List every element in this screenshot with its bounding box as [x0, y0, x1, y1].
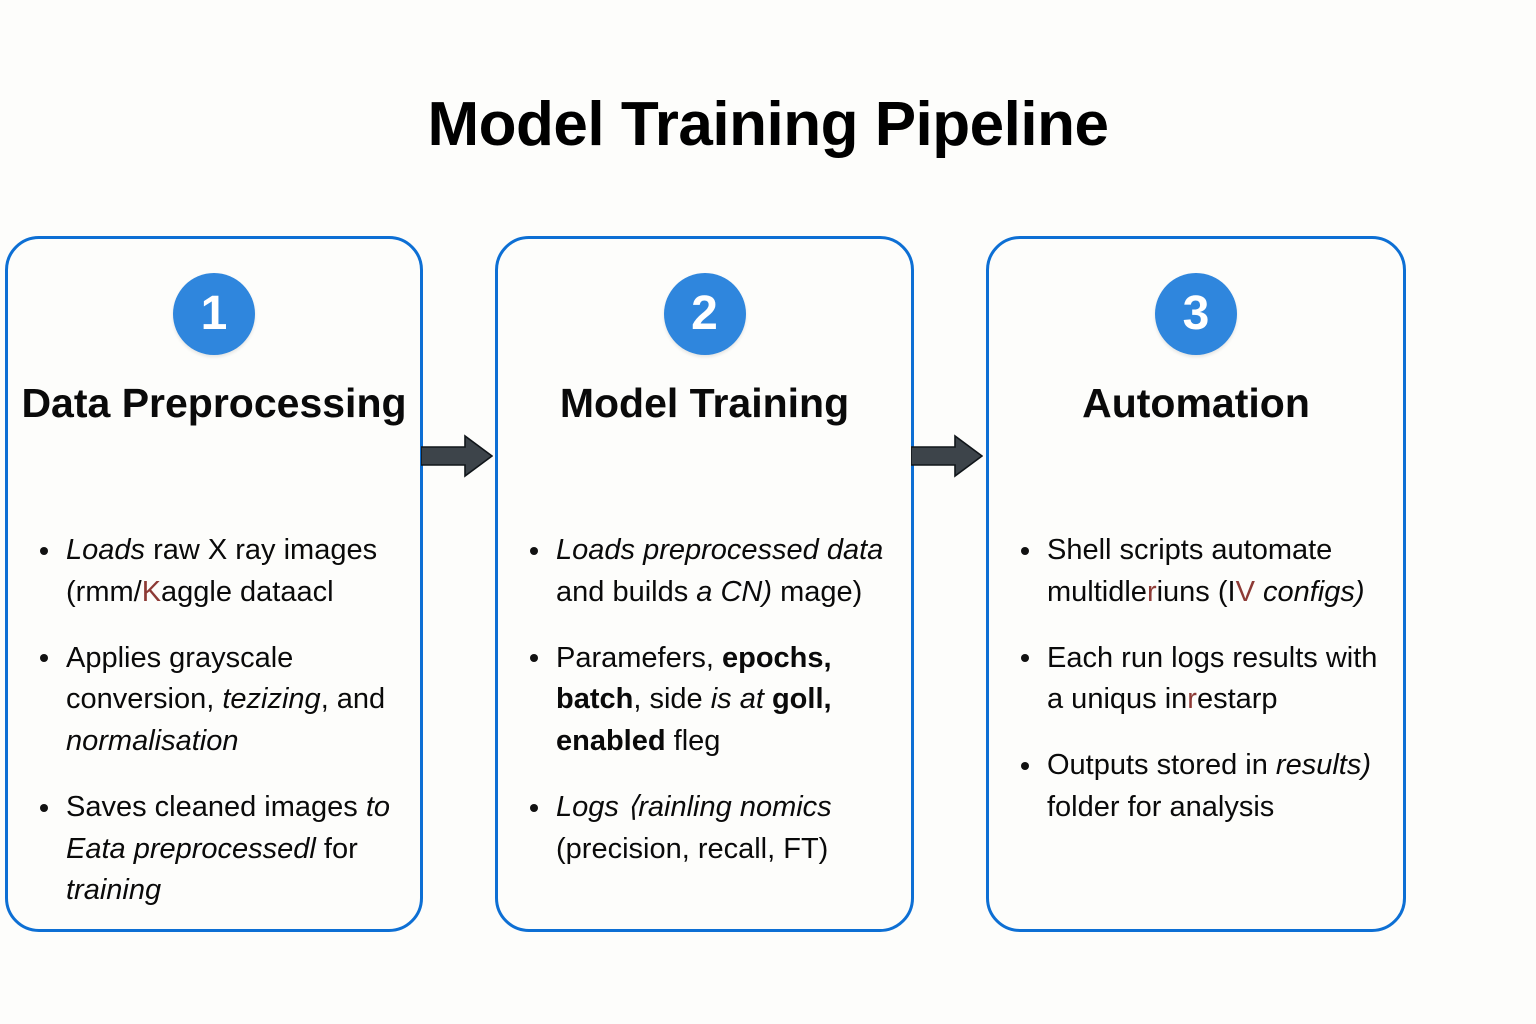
step-heading-1: Data Preprocessing	[21, 380, 407, 426]
bullet-text: Saves cleaned images to Eata preprocesse…	[66, 790, 391, 907]
step-heading-3: Automation	[1082, 380, 1310, 426]
bullet-dot-icon	[530, 546, 538, 555]
bullet-item: Applies grayscale conversion, tezizing, …	[36, 638, 406, 763]
bullet-item: Each run logs results with a uniqus inre…	[1017, 638, 1389, 722]
bullet-text: Loads raw X ray images (rmm/Kaggle dataa…	[66, 534, 378, 608]
step-bullet-list-2: Loads preprocessed data and builds a CN)…	[526, 530, 897, 870]
pipeline-step-card-1: 1 Data Preprocessing Loads raw X ray ima…	[5, 236, 423, 932]
bullet-dot-icon	[40, 654, 48, 663]
step-bullet-list-3: Shell scripts automate multidleriuns (IV…	[1017, 530, 1389, 829]
step-bullet-list-1: Loads raw X ray images (rmm/Kaggle dataa…	[36, 530, 406, 912]
bullet-item: Saves cleaned images to Eata preprocesse…	[36, 787, 406, 912]
arrow-step2-to-step3-icon	[911, 434, 983, 478]
step-number-badge-1: 1	[173, 273, 255, 355]
step-number-badge-3: 3	[1155, 273, 1237, 355]
bullet-dot-icon	[1021, 761, 1029, 770]
step-heading-2: Model Training	[559, 380, 850, 426]
bullet-text: Applies grayscale conversion, tezizing, …	[66, 641, 386, 758]
bullet-item: Logs ⟨rainling nomics (precision, recall…	[526, 787, 897, 871]
pipeline-step-card-3: 3 Automation Shell scripts automate mult…	[986, 236, 1406, 932]
bullet-text: Logs ⟨rainling nomics (precision, recall…	[556, 790, 832, 865]
bullet-dot-icon	[1021, 546, 1029, 555]
pipeline-step-card-2: 2 Model Training Loads preprocessed data…	[495, 236, 914, 932]
step-number-badge-2: 2	[663, 273, 746, 355]
arrow-step1-to-step2-icon	[421, 434, 493, 478]
bullet-item: Loads preprocessed data and builds a CN)…	[526, 530, 897, 614]
bullet-text: Each run logs results with a uniqus inre…	[1047, 641, 1378, 716]
bullet-text: Shell scripts automate multidleriuns (IV…	[1047, 534, 1365, 608]
bullet-dot-icon	[1021, 654, 1029, 663]
bullet-item: Outputs stored in results) folder for an…	[1017, 745, 1389, 829]
bullet-dot-icon	[530, 803, 538, 812]
bullet-text: Paramefers, epochs, batch, side is at go…	[556, 641, 832, 758]
page-title: Model Training Pipeline	[427, 90, 1109, 159]
bullet-item: Paramefers, epochs, batch, side is at go…	[526, 638, 897, 763]
bullet-item: Loads raw X ray images (rmm/Kaggle dataa…	[36, 530, 406, 614]
bullet-dot-icon	[530, 654, 538, 663]
bullet-item: Shell scripts automate multidleriuns (IV…	[1017, 530, 1389, 614]
bullet-dot-icon	[40, 546, 48, 555]
bullet-text: Outputs stored in results) folder for an…	[1047, 749, 1371, 823]
bullet-dot-icon	[40, 803, 48, 812]
bullet-text: Loads preprocessed data and builds a CN)…	[556, 534, 884, 608]
